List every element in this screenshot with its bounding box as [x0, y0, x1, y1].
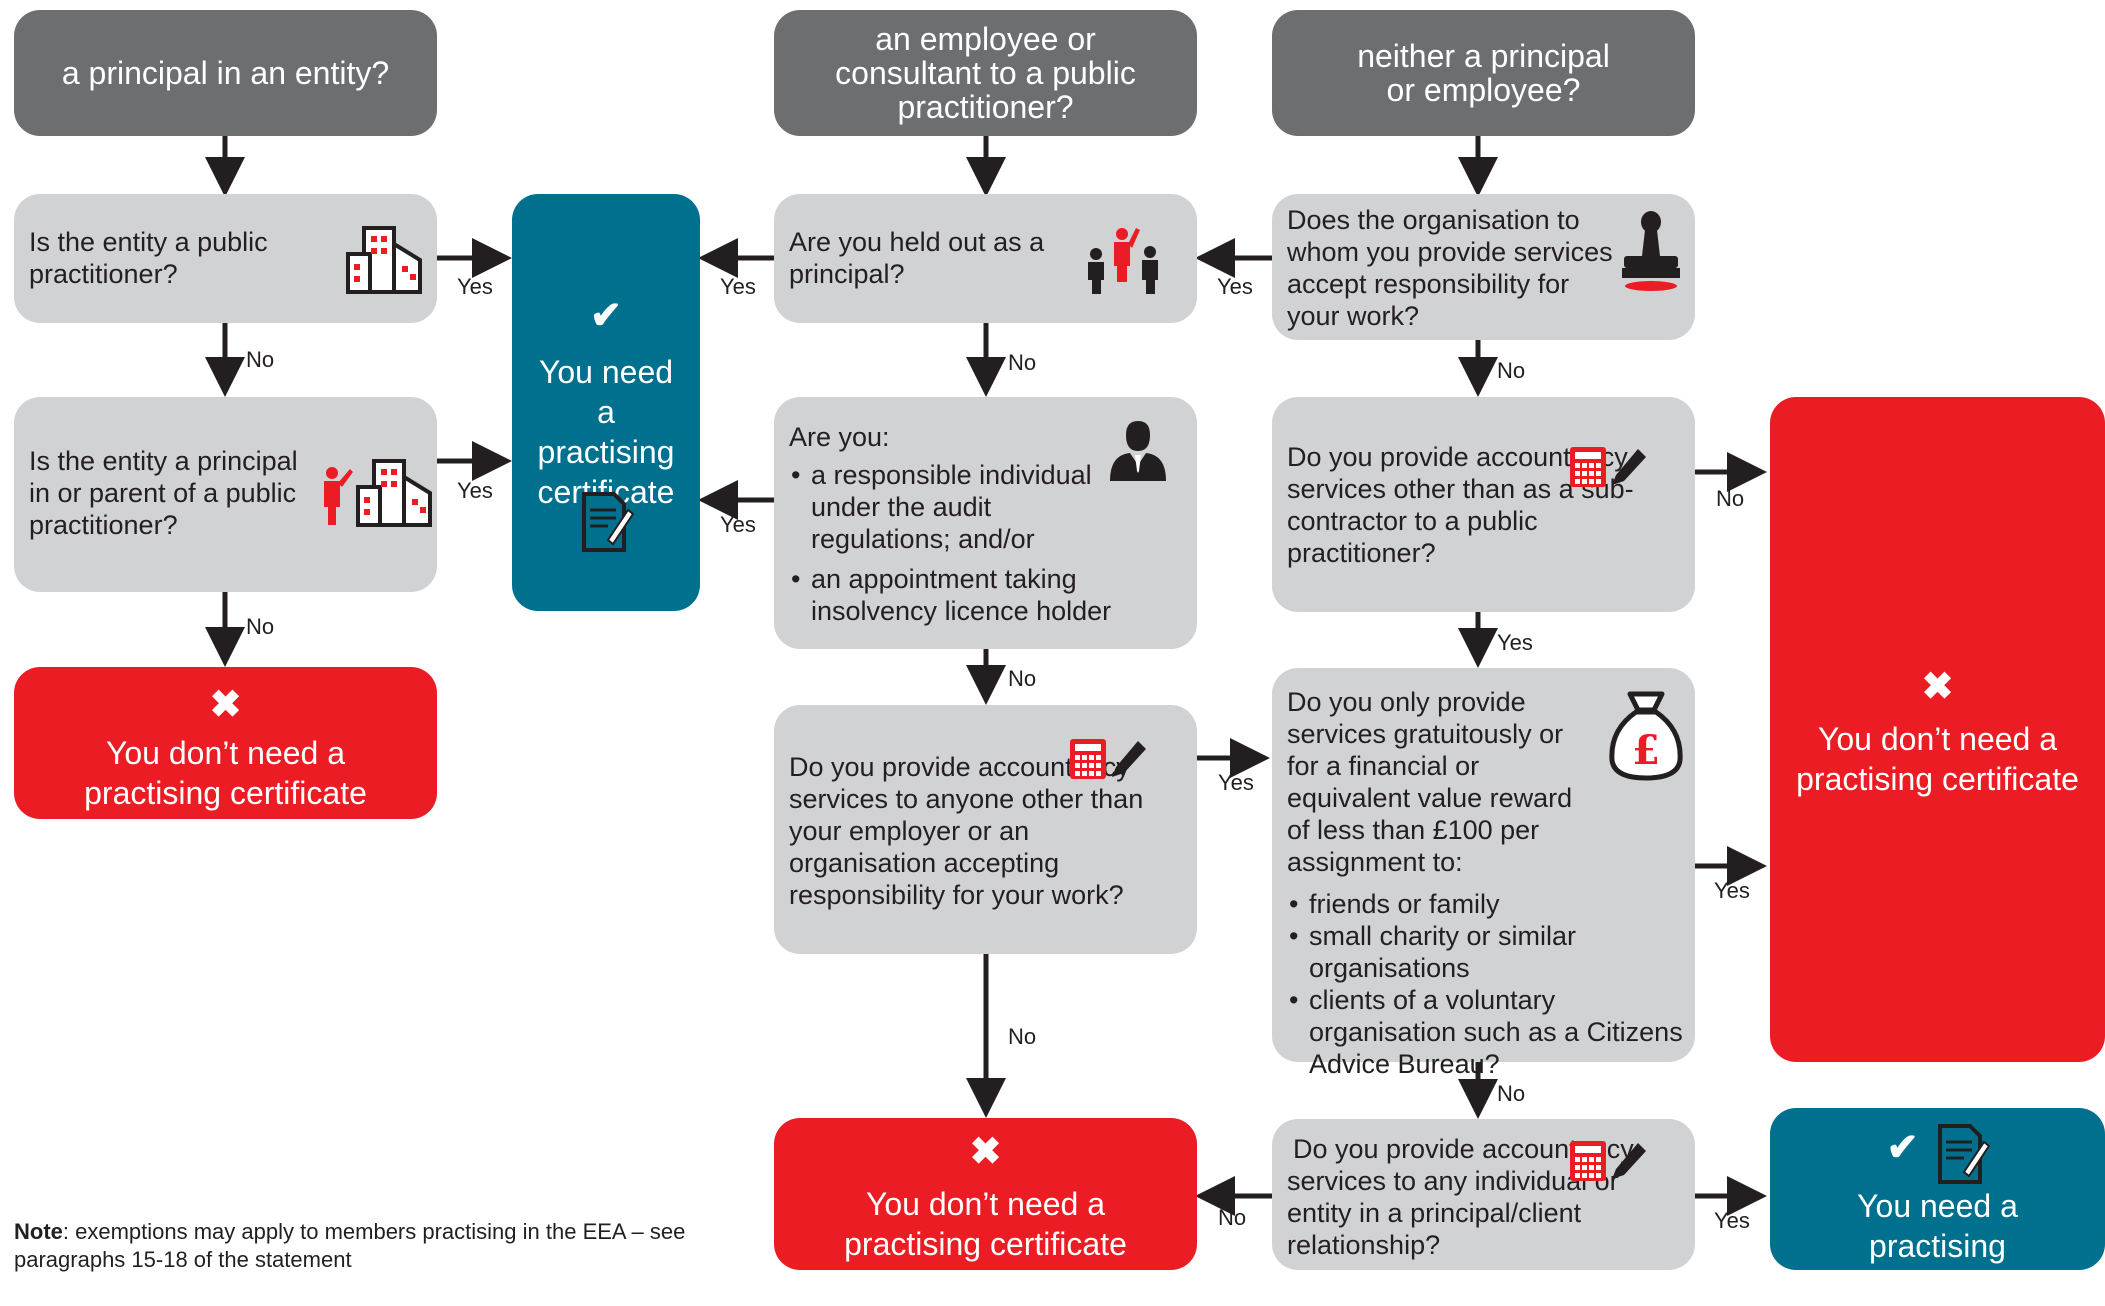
label-no: No [1008, 666, 1037, 691]
question-subcontractor: Do you provide accountancy services othe… [1272, 397, 1695, 612]
svg-text:£: £ [1632, 727, 1660, 774]
question-gratuitous-services: Do you only provide services gratuitousl… [1272, 668, 1695, 1079]
label-no: No [1716, 486, 1745, 511]
label-yes: Yes [1714, 1208, 1750, 1233]
outcome-need-certificate-right-text: You need a practising certificate [1857, 1188, 2018, 1304]
question-held-out-principal: Are you held out as a principal? [774, 194, 1197, 323]
list-item: friends or family [1287, 888, 1687, 920]
certificate-icon [582, 492, 634, 552]
label-no: No [1497, 358, 1526, 383]
question-principal-parent: Is the entity a principal in or parent o… [14, 397, 437, 592]
question-responsible-individual: Are you: a responsible individual under … [774, 397, 1197, 649]
label-no: No [1008, 350, 1037, 375]
label-no: No [1008, 1024, 1037, 1049]
outcome-no-certificate-right-text: You don’t need a practising certificate [1796, 721, 2079, 797]
outcome-need-certificate-main: ✔ You need a practising certificate [512, 194, 700, 611]
calculator-pencil-icon [1070, 739, 1146, 779]
column-header-principal: a principal in an entity? [14, 10, 437, 136]
label-yes: Yes [1218, 770, 1254, 795]
stamp-icon [1622, 211, 1680, 291]
label-no: No [1218, 1205, 1247, 1230]
label-yes: Yes [720, 512, 756, 537]
check-icon: ✔ [590, 295, 622, 337]
column-header-employee-text: an employee or consultant to a public pr… [835, 21, 1136, 125]
question-held-out-principal-text: Are you held out as a principal? [789, 227, 1045, 289]
question-organisation-responsibility: Does the organisation to whom you provid… [1272, 194, 1695, 340]
column-header-neither-text: neither a principal or employee? [1357, 38, 1610, 108]
label-yes: Yes [457, 274, 493, 299]
label-yes: Yes [720, 274, 756, 299]
label-yes: Yes [1497, 630, 1533, 655]
cross-icon: ✖ [1921, 666, 1954, 708]
calculator-pencil-icon [1570, 447, 1646, 487]
label-yes: Yes [1714, 878, 1750, 903]
question-principal-parent-text: Is the entity a principal in or parent o… [29, 446, 298, 540]
question-principal-client: Do you provide accountancy services to a… [1272, 1119, 1695, 1270]
footnote-label: Note [14, 1219, 63, 1244]
label-no: No [246, 614, 275, 639]
certificate-icon [1938, 1124, 1990, 1184]
question-responsible-individual-list: a responsible individual under the audit… [789, 459, 1169, 627]
question-gratuitous-services-list: friends or family small charity or simil… [1287, 888, 1687, 1080]
footnote-text: : exemptions may apply to members practi… [14, 1219, 686, 1272]
person-icon [1110, 421, 1166, 481]
list-item: clients of a voluntary organisation such… [1287, 984, 1687, 1080]
outcome-no-certificate-principal: ✖ You don’t need a practising certificat… [14, 667, 437, 819]
column-header-employee: an employee or consultant to a public pr… [774, 10, 1197, 136]
outcome-no-certificate-employee: ✖ You don’t need a practising certificat… [774, 1118, 1197, 1270]
cross-icon: ✖ [209, 684, 242, 726]
cross-icon: ✖ [969, 1131, 1002, 1173]
money-bag-icon: £ [1609, 691, 1683, 781]
label-yes: Yes [457, 478, 493, 503]
question-public-practitioner-text: Is the entity a public practitioner? [29, 227, 268, 289]
connector-arrows [205, 136, 1767, 1216]
column-header-principal-text: a principal in an entity? [61, 55, 390, 91]
question-organisation-responsibility-text: Does the organisation to whom you provid… [1287, 205, 1613, 331]
outcome-no-certificate-principal-text: You don’t need a practising certificate [84, 735, 367, 811]
label-yes: Yes [1217, 274, 1253, 299]
list-item: a responsible individual under the audit… [789, 459, 1169, 555]
outcome-no-certificate-right: ✖ You don’t need a practising certificat… [1770, 397, 2105, 1062]
label-no: No [1497, 1081, 1526, 1106]
building-icon [346, 226, 422, 294]
list-item: small charity or similar organisations [1287, 920, 1687, 984]
question-responsible-individual-intro: Are you: [789, 422, 890, 452]
outcome-need-certificate-right: ✔ You need a practising certificate [1770, 1108, 2105, 1304]
question-provide-services-others: Do you provide accountancy services to a… [774, 705, 1197, 954]
footnote: Note: exemptions may apply to members pr… [14, 1218, 714, 1274]
check-icon: ✔ [1886, 1127, 1919, 1169]
outcome-need-certificate-main-text: You need a practising certificate [537, 354, 675, 510]
people-presenter-icon [1088, 228, 1158, 294]
label-no: No [246, 347, 275, 372]
presenter-building-icon [324, 459, 432, 527]
question-gratuitous-services-intro: Do you only provide services gratuitousl… [1287, 687, 1573, 877]
calculator-pencil-icon [1570, 1141, 1646, 1181]
column-header-neither: neither a principal or employee? [1272, 10, 1695, 136]
outcome-no-certificate-employee-text: You don’t need a practising certificate [844, 1186, 1127, 1262]
question-public-practitioner: Is the entity a public practitioner? [14, 194, 437, 323]
list-item: an appointment taking insolvency licence… [789, 563, 1169, 627]
